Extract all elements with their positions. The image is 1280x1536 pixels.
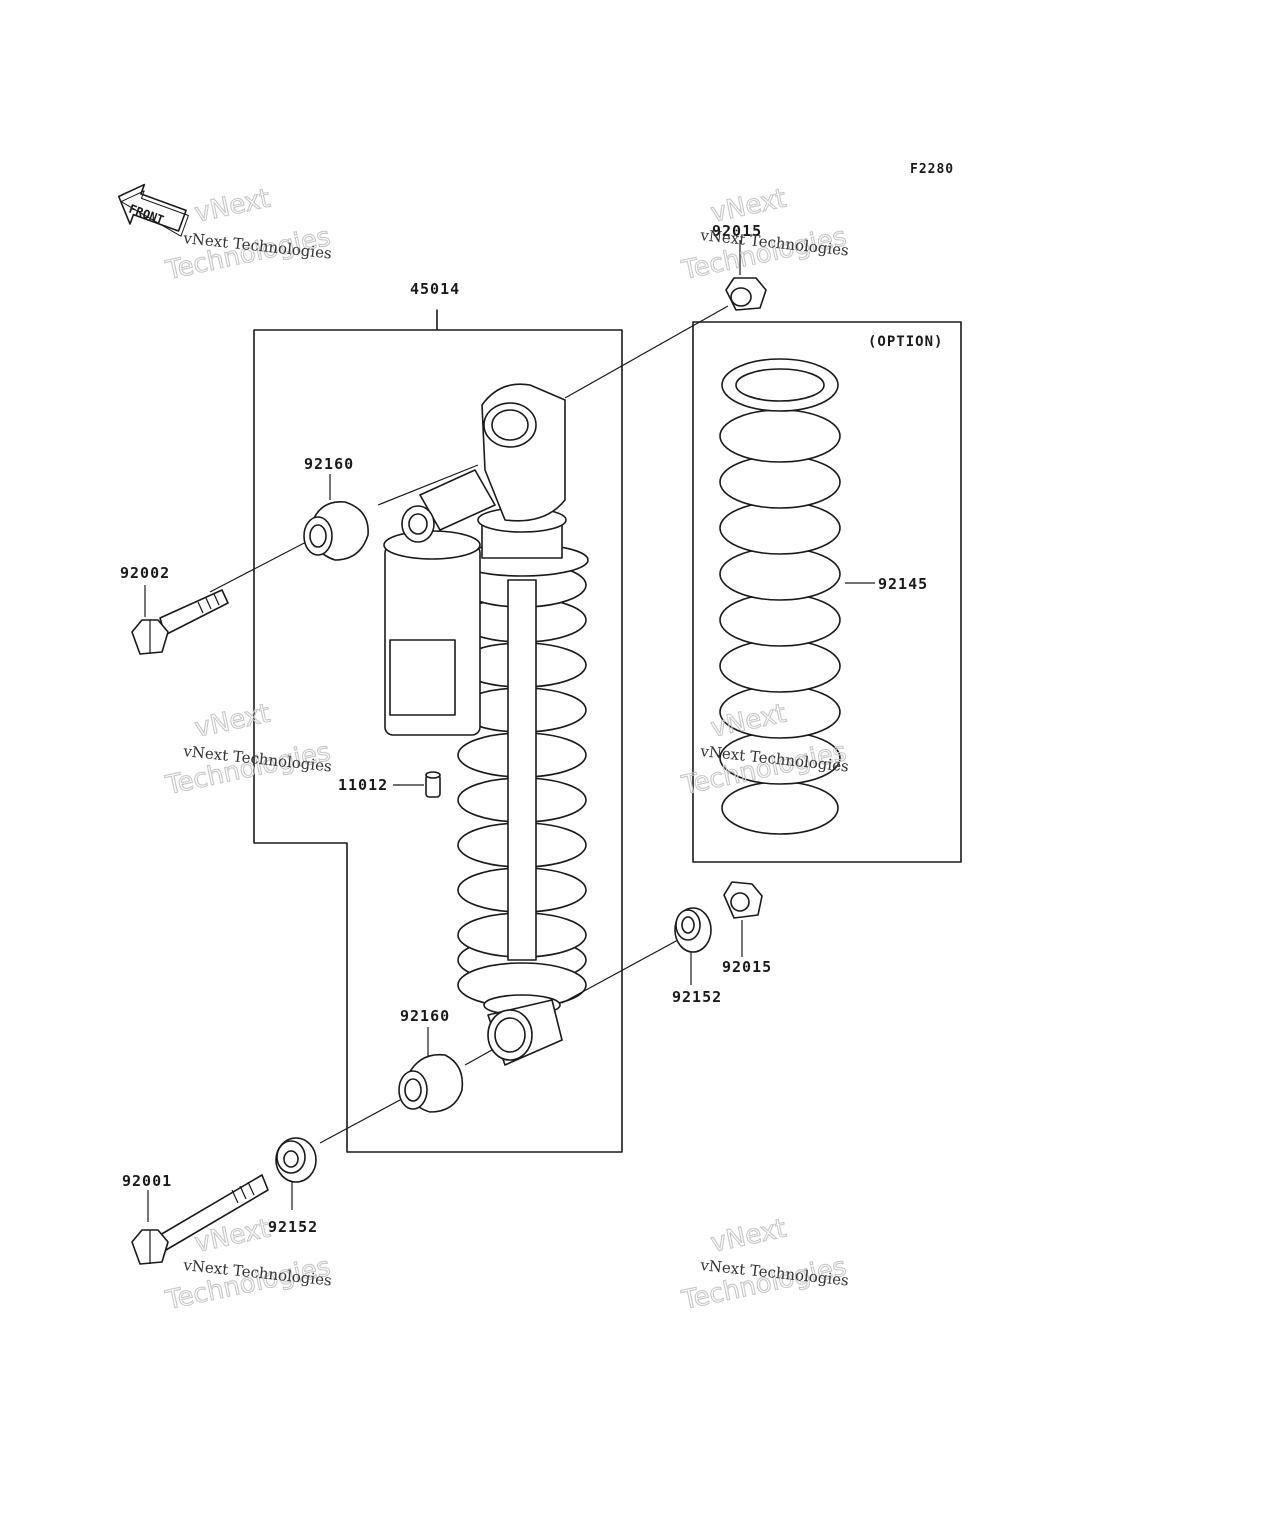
leader-lines (144, 240, 875, 1222)
svg-text:vNext: vNext (708, 1214, 789, 1259)
upper-bolt-part (131, 589, 229, 655)
option-spring-part (719, 358, 841, 835)
label-92160-lower: 92160 (400, 1007, 450, 1025)
option-label: (OPTION) (868, 334, 943, 350)
lower-collar-part (398, 1053, 464, 1113)
left-washer-part (275, 1137, 317, 1183)
grease-nipple-part (425, 771, 441, 798)
svg-text:vNext: vNext (192, 184, 273, 229)
shock-spring (457, 562, 587, 1008)
label-92152-right: 92152 (672, 988, 722, 1006)
label-92145: 92145 (878, 575, 928, 593)
label-92015-lower: 92015 (722, 958, 772, 976)
lower-nut-part (723, 881, 763, 919)
label-92001: 92001 (122, 1172, 172, 1190)
top-nut-part (725, 277, 767, 311)
label-11012: 11012 (338, 776, 388, 794)
label-92152-left: 92152 (268, 1218, 318, 1236)
figure-code: F2280 (910, 162, 954, 177)
shock-assembly-outline (253, 309, 623, 1153)
right-washer-part (674, 907, 712, 953)
svg-text:vNext: vNext (192, 699, 273, 744)
upper-collar-part (303, 501, 369, 561)
option-box (692, 321, 962, 863)
label-92002: 92002 (120, 564, 170, 582)
label-92160-upper: 92160 (304, 455, 354, 473)
front-arrow-icon (117, 183, 189, 237)
lower-bolt-part (131, 1174, 269, 1265)
label-92015-top: 92015 (712, 222, 762, 240)
label-45014: 45014 (410, 280, 460, 298)
watermark: vNext Technologies vNext Technologies vN… (162, 183, 850, 1317)
shock-absorber-drawing (383, 383, 589, 1066)
